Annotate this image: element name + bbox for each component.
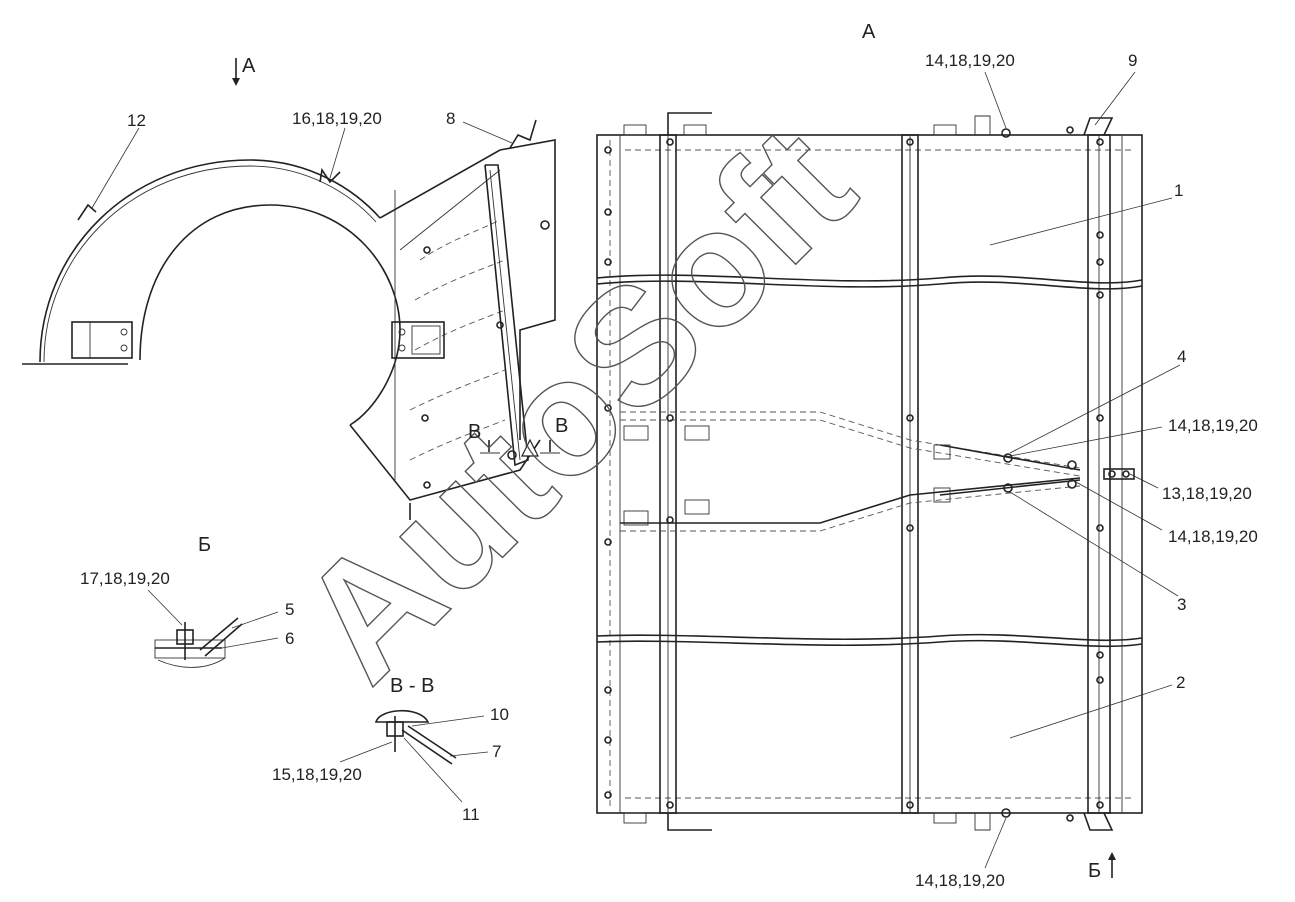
callout-14-low: 14,18,19,20 (1168, 527, 1258, 546)
callout-11: 11 (462, 805, 480, 824)
callout-2: 2 (1176, 673, 1185, 692)
callout-4: 4 (1177, 347, 1186, 366)
callout-6: 6 (285, 629, 294, 648)
watermark-text: AutoSoft (265, 92, 888, 715)
callout-5: 5 (285, 600, 294, 619)
callout-13: 13,18,19,20 (1162, 484, 1252, 503)
side-view-arrow-label: А (242, 55, 256, 77)
callout-3: 3 (1177, 595, 1186, 614)
callout-17: 17,18,19,20 (80, 569, 170, 588)
callout-14-bottom: 14,18,19,20 (915, 871, 1005, 890)
section-marker-left: В (468, 421, 481, 443)
callout-12: 12 (127, 111, 146, 130)
callout-9: 9 (1128, 51, 1137, 70)
section-marker-right: В (555, 415, 568, 437)
callout-15: 15,18,19,20 (272, 765, 362, 784)
callout-14-mid: 14,18,19,20 (1168, 416, 1258, 435)
callout-8: 8 (446, 109, 455, 128)
top-view-drawing (596, 112, 1143, 878)
side-view-leaders (91, 121, 513, 209)
detail-b-drawing (147, 589, 279, 668)
callout-1: 1 (1174, 181, 1183, 200)
callout-16: 16,18,19,20 (292, 109, 382, 128)
callout-14-top: 14,18,19,20 (925, 51, 1015, 70)
detail-b-title: Б (198, 534, 211, 556)
view-b-arrow-label: Б (1088, 860, 1101, 882)
callout-7: 7 (492, 742, 501, 761)
section-v-drawing (339, 710, 489, 803)
callout-10: 10 (490, 705, 509, 724)
top-view-leaders (984, 71, 1181, 869)
section-title: В - В (390, 675, 434, 697)
side-view-drawing (22, 58, 560, 520)
top-view-title: А (862, 21, 876, 43)
